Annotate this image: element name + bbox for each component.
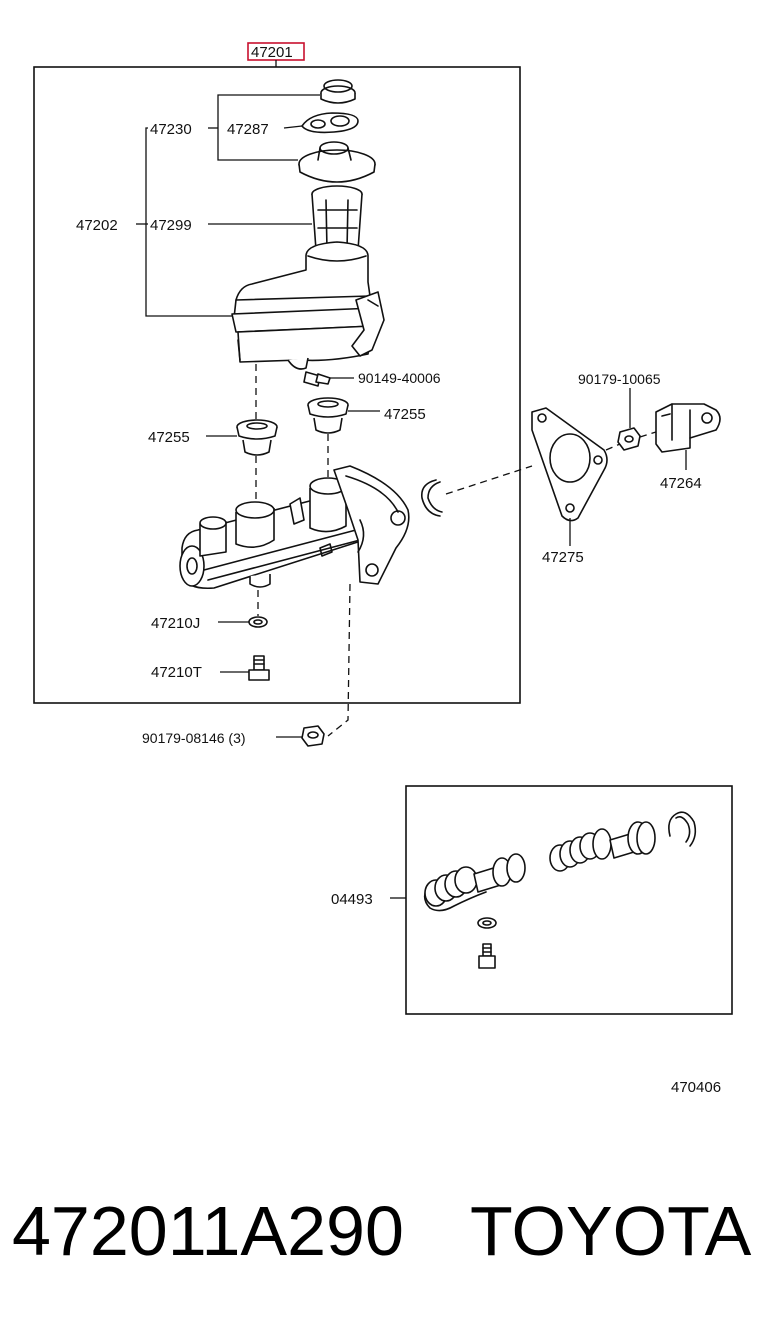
kit-frame — [405, 785, 733, 1015]
kit-washer-icon — [477, 917, 497, 929]
label-gasket-plate[interactable]: 47275 — [542, 549, 584, 566]
union-screw-icon — [303, 371, 331, 387]
part-number: 472011A290 — [12, 1192, 404, 1270]
label-reservoir-set[interactable]: 47230 — [150, 121, 192, 138]
label-grommet-right[interactable]: 47255 — [384, 406, 426, 423]
label-union-screw[interactable]: 90149-40006 — [358, 370, 441, 386]
master-cylinder-icon — [179, 465, 410, 590]
bracket-icon — [655, 403, 721, 453]
piston-secondary-icon — [549, 821, 656, 872]
label-strainer[interactable]: 47299 — [150, 217, 192, 234]
label-bracket[interactable]: 47264 — [660, 475, 702, 492]
label-grommet-left[interactable]: 47255 — [148, 429, 190, 446]
gasket-plate-icon — [531, 407, 608, 522]
label-nut-right[interactable]: 90179-10065 — [578, 371, 661, 387]
label-nut-bottom[interactable]: 90179-08146 (3) — [142, 730, 246, 746]
cap-gasket-icon — [301, 112, 359, 134]
label-kit[interactable]: 04493 — [331, 891, 373, 908]
nut-bottom-icon — [301, 725, 325, 747]
label-plug-bolt[interactable]: 47210T — [151, 664, 202, 681]
brand-name: TOYOTA — [470, 1192, 752, 1270]
grommet-left-icon — [236, 419, 278, 456]
gasket-washer-icon — [248, 616, 268, 628]
assembly-label-text[interactable]: 47201 — [251, 44, 293, 61]
reservoir-body-icon — [231, 241, 385, 370]
reservoir-cap-icon — [320, 79, 356, 104]
kit-bolt-icon — [478, 943, 496, 969]
label-cap-gasket[interactable]: 47287 — [227, 121, 269, 138]
footer: 472011A290 TOYOTA — [0, 1186, 760, 1286]
piston-primary-icon — [423, 853, 526, 912]
kit-snap-ring-icon — [668, 811, 697, 847]
grommet-right-icon — [307, 397, 349, 434]
label-reservoir-assy[interactable]: 47202 — [76, 217, 118, 234]
label-gasket-washer[interactable]: 47210J — [151, 615, 200, 632]
snap-ring-icon — [420, 479, 443, 517]
plug-bolt-icon — [248, 655, 270, 681]
reservoir-lid-icon — [298, 141, 376, 183]
figure-code: 470406 — [671, 1079, 721, 1096]
assembly-frame — [33, 66, 521, 704]
nut-right-icon — [617, 427, 641, 451]
